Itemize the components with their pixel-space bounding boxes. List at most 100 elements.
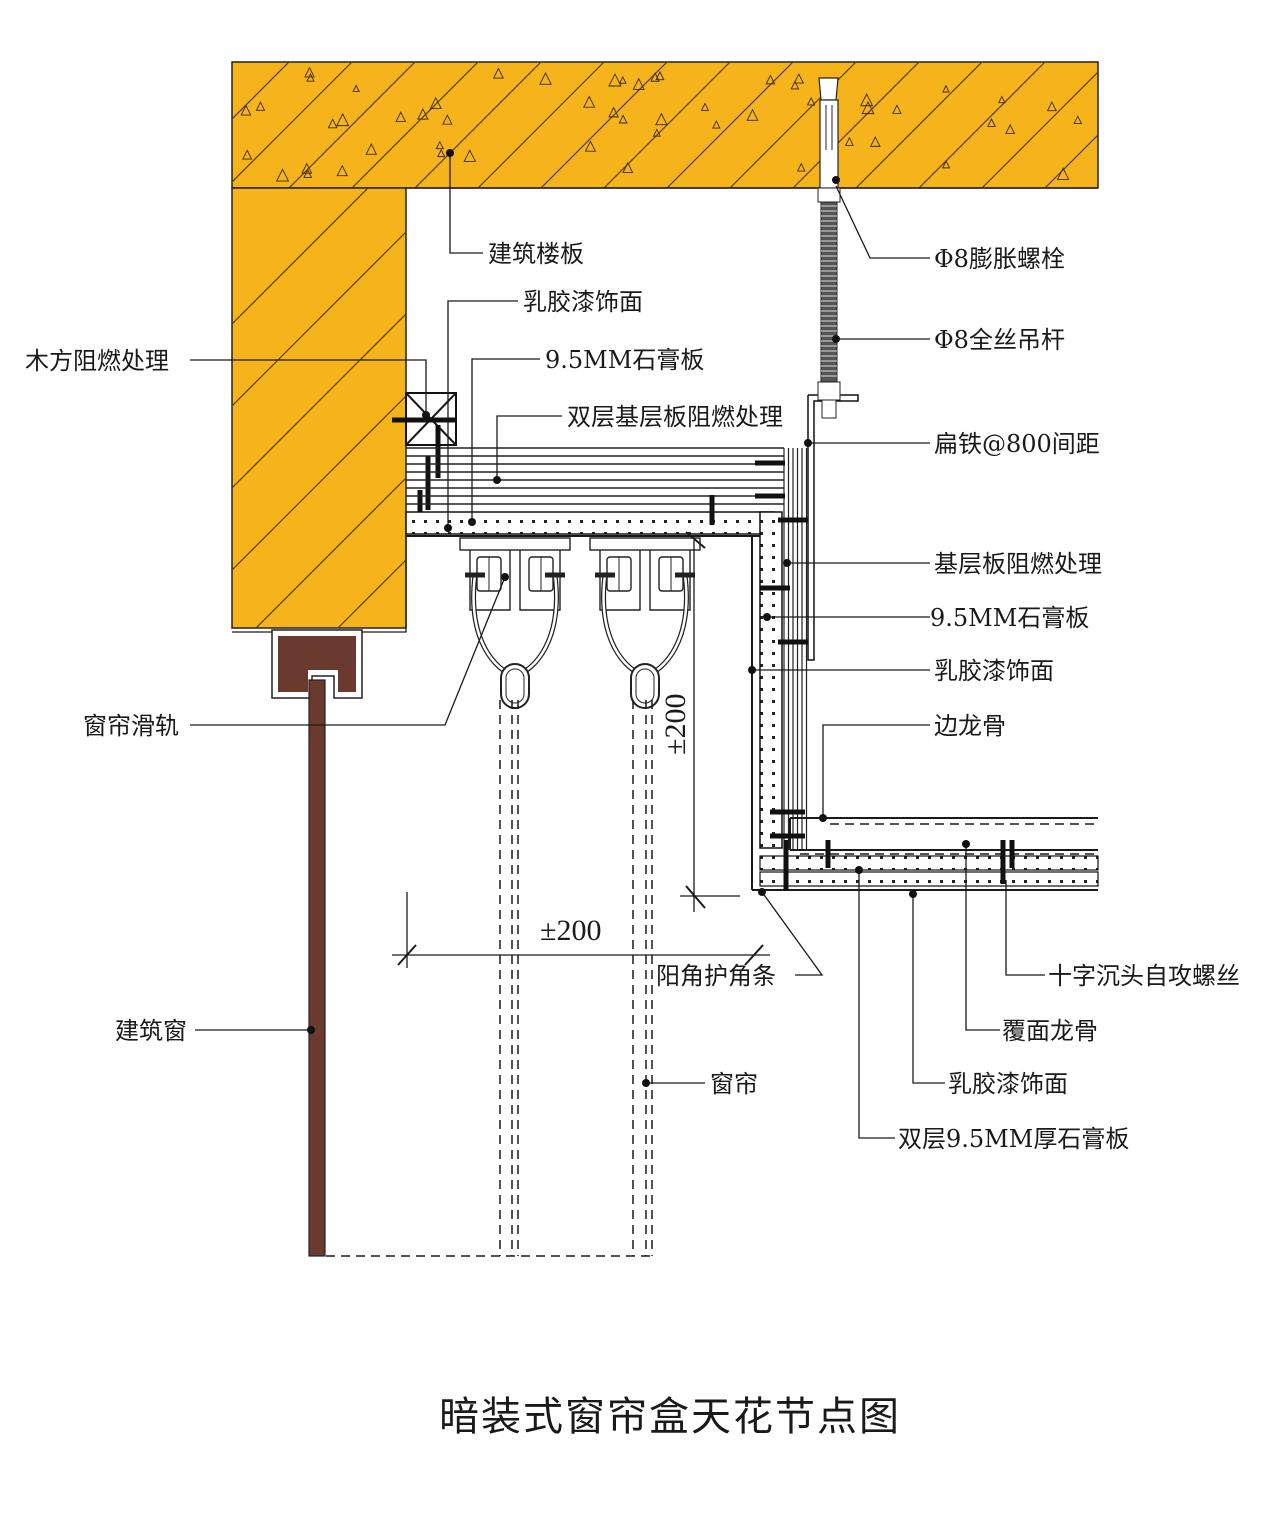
label-floor-slab: 建筑楼板 xyxy=(488,240,584,268)
aggregate-mark xyxy=(240,104,252,116)
aggregate-mark xyxy=(365,143,378,155)
curtain-carrier-2 xyxy=(589,537,701,709)
label-gypsum-side: 9.5MM石膏板 xyxy=(930,604,1089,632)
ceiling-section xyxy=(752,809,1099,891)
aggregate-mark xyxy=(608,106,619,118)
aggregate-mark xyxy=(442,114,453,125)
side-screws xyxy=(709,460,808,645)
aggregate-mark xyxy=(793,73,805,84)
labels: 建筑楼板 乳胶漆饰面 木方阻燃处理 9.5MM石膏板 双层基层板阻燃处理 Φ8膨… xyxy=(25,240,1240,1153)
aggregate-mark xyxy=(437,148,446,158)
aggregate-mark xyxy=(327,118,338,129)
dimension-horizontal-label: ±200 xyxy=(540,914,601,947)
window-frame-head xyxy=(271,629,363,1257)
hatch-line xyxy=(540,62,668,188)
ring-inner xyxy=(635,668,655,704)
aggregate-mark xyxy=(790,80,800,90)
hatch-line xyxy=(288,62,416,188)
track-rail xyxy=(589,537,701,551)
hatch-line xyxy=(100,62,226,188)
aggregate-mark xyxy=(712,120,721,129)
aggregate-mark xyxy=(539,71,552,85)
curtain-track xyxy=(459,537,701,709)
ring xyxy=(500,663,530,709)
aggregate-mark xyxy=(746,108,759,121)
drawing-title: 暗装式窗帘盒天花节点图 xyxy=(439,1394,901,1440)
hatch-line xyxy=(1044,134,1098,188)
leader-lines xyxy=(190,149,1045,1139)
hatch-line xyxy=(918,62,1046,188)
aggregate-mark xyxy=(998,95,1006,104)
hatch-line xyxy=(232,62,290,120)
aggregate-mark xyxy=(1046,101,1057,112)
hatch-line xyxy=(351,62,479,188)
aggregate-mark xyxy=(869,136,881,147)
label-base-board-fr: 基层板阻燃处理 xyxy=(934,550,1102,578)
aggregate-mark xyxy=(352,84,360,92)
aggregate-mark xyxy=(650,72,660,82)
label-curtain-track: 窗帘滑轨 xyxy=(83,712,179,740)
aggregate-mark xyxy=(655,70,665,81)
aggregate-mark xyxy=(652,128,661,137)
hatch-line xyxy=(855,62,983,188)
hatch-line xyxy=(792,62,920,188)
aggregate-mark xyxy=(492,67,504,79)
ring-inner xyxy=(505,668,525,704)
label-screw: 十字沉头自攻螺丝 xyxy=(1048,962,1240,990)
threaded-rod xyxy=(817,201,841,419)
aggregate-mark xyxy=(987,118,996,127)
aggregate-mark xyxy=(306,73,315,82)
aggregate-mark xyxy=(304,66,315,78)
aggregate-mark xyxy=(255,101,266,111)
aggregate-mark xyxy=(892,104,902,114)
label-gypsum-top: 9.5MM石膏板 xyxy=(545,346,704,374)
hatch-line xyxy=(232,62,353,183)
curtain-carrier-1 xyxy=(459,537,571,709)
aggregate-mark xyxy=(861,101,875,115)
aggregate-mark xyxy=(584,140,597,152)
aggregate-mark xyxy=(700,102,710,111)
aggregate-mark xyxy=(942,84,950,93)
track-rail xyxy=(459,537,571,551)
track-profile xyxy=(599,550,691,611)
label-latex-paint-bottom: 乳胶漆饰面 xyxy=(948,1070,1068,1098)
aggregate-mark xyxy=(632,77,645,90)
hatch-line xyxy=(232,395,406,571)
label-expansion-bolt: Φ8膨胀螺栓 xyxy=(934,245,1065,273)
gypsum-board-side xyxy=(759,511,783,849)
aggregate-mark xyxy=(301,162,313,174)
aggregate-mark xyxy=(765,74,776,85)
label-double-base-board: 双层基层板阻燃处理 xyxy=(567,403,783,431)
aggregate-mark xyxy=(806,96,816,106)
aggregate-mark xyxy=(242,149,253,160)
flat-iron xyxy=(807,394,859,661)
concrete-wall xyxy=(231,187,1098,629)
aggregate-mark xyxy=(622,161,634,173)
dimension-horizontal: ±200 xyxy=(392,892,770,968)
aggregate-mark xyxy=(303,169,313,178)
label-curtain: 窗帘 xyxy=(710,1070,758,1098)
aggregate-mark xyxy=(417,108,429,120)
hatch-line xyxy=(666,62,794,188)
aggregate-mark xyxy=(395,111,407,123)
dimension-vertical: ±200 xyxy=(659,531,740,912)
label-latex-paint-top: 乳胶漆饰面 xyxy=(523,288,643,316)
side-base-board xyxy=(783,448,808,850)
hatch-line xyxy=(255,477,406,628)
aggregate-mark xyxy=(336,112,350,127)
aggregate-mark xyxy=(429,96,442,109)
hatch-line xyxy=(1171,62,1280,188)
aggregate-mark xyxy=(275,168,290,182)
label-latex-paint-side: 乳胶漆饰面 xyxy=(934,657,1054,685)
aggregate-mark xyxy=(618,114,628,124)
expansion-bolt xyxy=(817,77,841,203)
aggregate-mark xyxy=(618,75,627,84)
aggregate-mark xyxy=(435,140,445,150)
hatch-line xyxy=(232,188,369,325)
label-double-gypsum: 双层9.5MM厚石膏板 xyxy=(898,1125,1129,1153)
label-wood-batten: 木方阻燃处理 xyxy=(25,347,169,375)
building-window xyxy=(308,679,326,1257)
hatch-line xyxy=(414,62,542,188)
aggregate-mark xyxy=(583,95,596,108)
